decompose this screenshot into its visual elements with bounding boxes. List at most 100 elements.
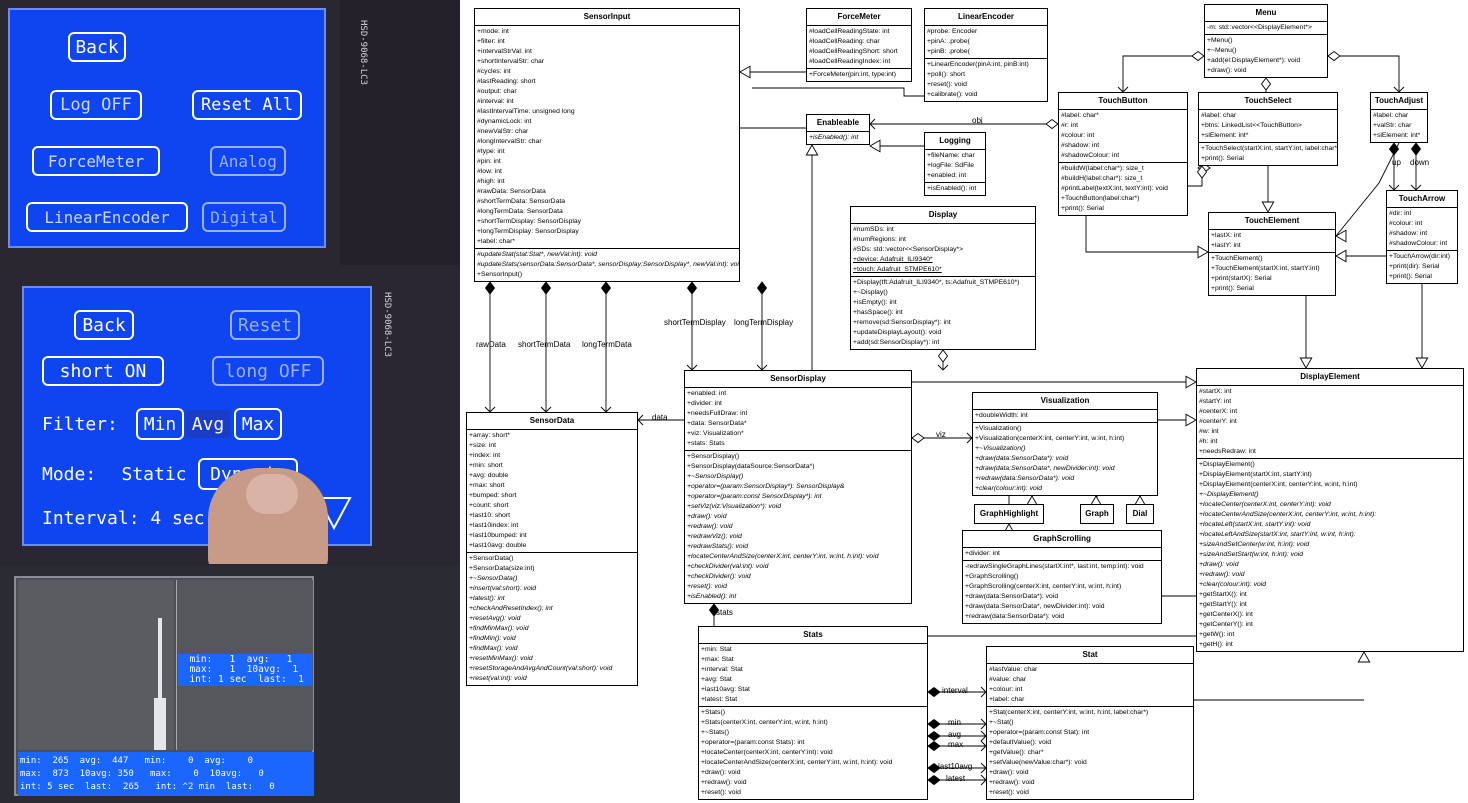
class-menu: Menu-m: std::vector<<DisplayElement*>+Me…	[1204, 4, 1328, 78]
class-name: Stat	[987, 647, 1193, 664]
class-member: #probe: Encoder	[927, 28, 978, 35]
class-attributes: #numSDs: int#numRegions: int#SDs: std::v…	[851, 224, 1035, 277]
class-graphhighlight: GraphHighlight	[974, 504, 1044, 524]
class-name: TouchArrow	[1387, 191, 1457, 208]
class-toucharrow: TouchArrow#dir: int#colour: int#shadow: …	[1386, 190, 1458, 284]
board-silkscreen: HSD-9068-LC3	[382, 292, 392, 358]
class-member: +array: short*	[469, 432, 510, 439]
class-member: #pin: int	[477, 158, 501, 165]
class-member: #output: char	[477, 88, 517, 95]
class-stat: Stat#lastValue: char#value: char+colour:…	[986, 646, 1194, 800]
class-member: +stats: Stats	[687, 440, 725, 447]
class-member: +updateDisplayLayout(): void	[853, 329, 942, 336]
class-member: +latest: Stat	[701, 696, 738, 703]
uml-diagram: SensorInput+mode: int+filter: int+interv…	[460, 0, 1468, 803]
class-member: #low: int	[477, 168, 502, 175]
generalization-arrow	[1335, 249, 1347, 263]
aggregation-diamond	[1327, 50, 1341, 62]
long-term-toggle[interactable]: long OFF	[212, 356, 324, 386]
panel-row-2: max: 1 10avg: 1	[178, 664, 299, 675]
class-member: +~SensorDisplay()	[687, 473, 744, 480]
composition-diamond	[927, 686, 941, 698]
class-member: +isEnabled(): int	[927, 185, 977, 192]
class-member: +print(): Serial	[1201, 155, 1244, 162]
class-member: +GraphScrolling(centerX:int, centerY:int…	[965, 583, 1122, 590]
class-sensorinput: SensorInput+mode: int+filter: int+interv…	[474, 8, 740, 282]
class-touchselect: TouchSelect#label: char+btns: LinkedList…	[1198, 92, 1338, 166]
class-operations: -redrawSingleGraphLines(startX:int*, las…	[963, 561, 1161, 623]
graph-left-area	[18, 580, 174, 750]
class-member: +isEnabled(): int	[687, 593, 737, 600]
reset-all-button[interactable]: Reset All	[192, 90, 302, 120]
class-member: +filter: int	[477, 38, 505, 45]
class-member: +redraw(): void	[687, 523, 733, 530]
class-member: +touch: Adafruit_STMPE610*	[853, 266, 942, 273]
class-member: +~DisplayElement()	[1199, 491, 1259, 498]
class-member: +locateCenter(centerX:int, centerY:int):…	[701, 749, 833, 756]
edge-label-up: up	[1392, 158, 1401, 167]
class-member: +print(): Serial	[1211, 285, 1254, 292]
class-member: +locateLeft(startX:int, startY:int): voi…	[1199, 521, 1311, 528]
class-member: +checkDivider(): void	[687, 573, 751, 580]
class-member: +last10avg: double	[469, 542, 527, 549]
class-member: #interval: int	[477, 98, 514, 105]
class-member: +redrawStats(): void	[687, 543, 749, 550]
filter-avg-button[interactable]: Avg	[184, 408, 232, 440]
class-member: #lastValue: char	[989, 666, 1038, 673]
connector-line	[752, 87, 924, 97]
short-term-toggle[interactable]: short ON	[42, 356, 164, 386]
filter-min-button[interactable]: Min	[136, 408, 184, 440]
class-member: #dynamicLock: int	[477, 118, 532, 125]
board-silkscreen: HSD-9068-LC3	[358, 20, 368, 86]
device-photos: Back Log OFF Reset All ForceMeter Analog…	[0, 0, 460, 803]
class-operations: +DisplayElement()+DisplayElement(startX:…	[1197, 459, 1463, 651]
filter-max-button[interactable]: Max	[234, 408, 282, 440]
edge-label-longtermdata: longTermData	[582, 340, 632, 349]
class-operations: +SensorData()+SensorData(size:int)+~Sens…	[467, 553, 637, 685]
class-member: #centerY: int	[1199, 418, 1237, 425]
log-toggle-button[interactable]: Log OFF	[50, 90, 142, 120]
class-name: LinearEncoder	[925, 9, 1047, 26]
class-member: +locateCenterAndSize(centerX:int, center…	[1199, 511, 1377, 518]
class-member: +setViz(viz:Visualization*): void	[687, 503, 782, 510]
reset-button[interactable]: Reset	[230, 310, 300, 340]
composition-diamond	[927, 740, 941, 752]
class-member: #updateStats(sensorData:SensorData*, sen…	[477, 261, 740, 268]
composition-diamond	[484, 281, 496, 295]
class-attributes: #loadCellReadingState: int#loadCellReadi…	[807, 26, 911, 69]
class-attributes: +mode: int+filter: int+intervalStrVal: i…	[475, 26, 739, 249]
class-member: +TouchElement()	[1211, 255, 1263, 262]
digital-button[interactable]: Digital	[202, 202, 286, 232]
class-member: +mode: int	[477, 28, 509, 35]
class-member: +longTermDisplay: SensorDisplay	[477, 228, 579, 235]
edge-label-stats: stats	[716, 608, 733, 617]
class-operations: +Menu()+~Menu()+add(el:DisplayElement*):…	[1205, 35, 1327, 77]
back-button[interactable]: Back	[74, 310, 134, 340]
composition-diamond	[927, 774, 941, 786]
class-operations: +Stats()+Stats(centerX:int, centerY:int,…	[699, 707, 927, 799]
class-member: +findMax(): void	[469, 645, 518, 652]
class-attributes: -m: std::vector<<DisplayElement*>	[1205, 22, 1327, 35]
class-member: +last10index: int	[469, 522, 519, 529]
class-displayelement: DisplayElement#startX: int#startY: int#c…	[1196, 368, 1464, 652]
class-operations: +Display(tft:Adafruit_ILI9340*, ts:Adafr…	[851, 277, 1035, 349]
forcemeter-button[interactable]: ForceMeter	[32, 146, 160, 176]
class-member: +redrawViz(): void	[687, 533, 742, 540]
back-button[interactable]: Back	[68, 32, 126, 62]
analog-button[interactable]: Analog	[210, 146, 286, 176]
class-member: #newValStr: char	[477, 128, 529, 135]
class-member: +DisplayElement()	[1199, 461, 1255, 468]
class-display: Display#numSDs: int#numRegions: int#SDs:…	[850, 206, 1036, 350]
composition-diamond	[756, 281, 768, 295]
class-member: +Menu()	[1207, 37, 1233, 44]
mode-static-button[interactable]: Static	[112, 458, 196, 490]
linearencoder-button[interactable]: LinearEncoder	[26, 202, 188, 232]
edge-label-rawdata: rawData	[476, 340, 506, 349]
class-member: #high: int	[477, 178, 505, 185]
class-member: +setValue(newValue:char*): void	[989, 759, 1087, 766]
class-name: Graph	[1085, 509, 1109, 518]
composition-diamond	[1410, 142, 1422, 156]
class-member: +isEmpty(): int	[853, 299, 897, 306]
class-member: #loadCellReading: char	[809, 38, 880, 45]
class-member: +Stat(centerX:int, centerY:int, w:int, h…	[989, 709, 1149, 716]
